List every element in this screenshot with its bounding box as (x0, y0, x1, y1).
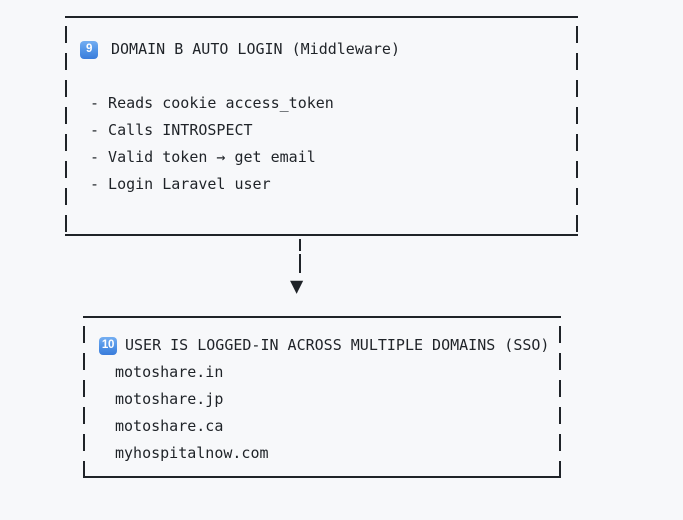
user-logged-in-sso-box: 10 USER IS LOGGED-IN ACROSS MULTIPLE DOM… (83, 316, 561, 478)
box-header: 9 DOMAIN B AUTO LOGIN (Middleware) (80, 36, 400, 63)
flow-connector-line (299, 254, 301, 273)
domain-item-motoshare-in: motoshare.in (115, 363, 224, 381)
domain-b-auto-login-box: 9 DOMAIN B AUTO LOGIN (Middleware) - Rea… (65, 16, 578, 236)
step-10-badge: 10 (99, 336, 117, 355)
domain-item-myhospitalnow-com: myhospitalnow.com (115, 444, 269, 462)
step-9-badge: 9 (80, 40, 98, 59)
box-title: DOMAIN B AUTO LOGIN (Middleware) (111, 40, 400, 58)
domain-item-motoshare-ca: motoshare.ca (115, 417, 224, 435)
list-item-calls-introspect: - Calls INTROSPECT (90, 121, 253, 139)
flow-connector-line (299, 239, 301, 251)
box-header: 10 USER IS LOGGED-IN ACROSS MULTIPLE DOM… (99, 332, 549, 359)
box-title: USER IS LOGGED-IN ACROSS MULTIPLE DOMAIN… (125, 336, 550, 354)
list-item-login-laravel-user: - Login Laravel user (90, 175, 271, 193)
list-item-valid-token: - Valid token → get email (90, 148, 316, 166)
list-item-reads-cookie: - Reads cookie access_token (90, 94, 334, 112)
domain-item-motoshare-jp: motoshare.jp (115, 390, 224, 408)
arrow-down-icon: ▼ (290, 274, 304, 299)
